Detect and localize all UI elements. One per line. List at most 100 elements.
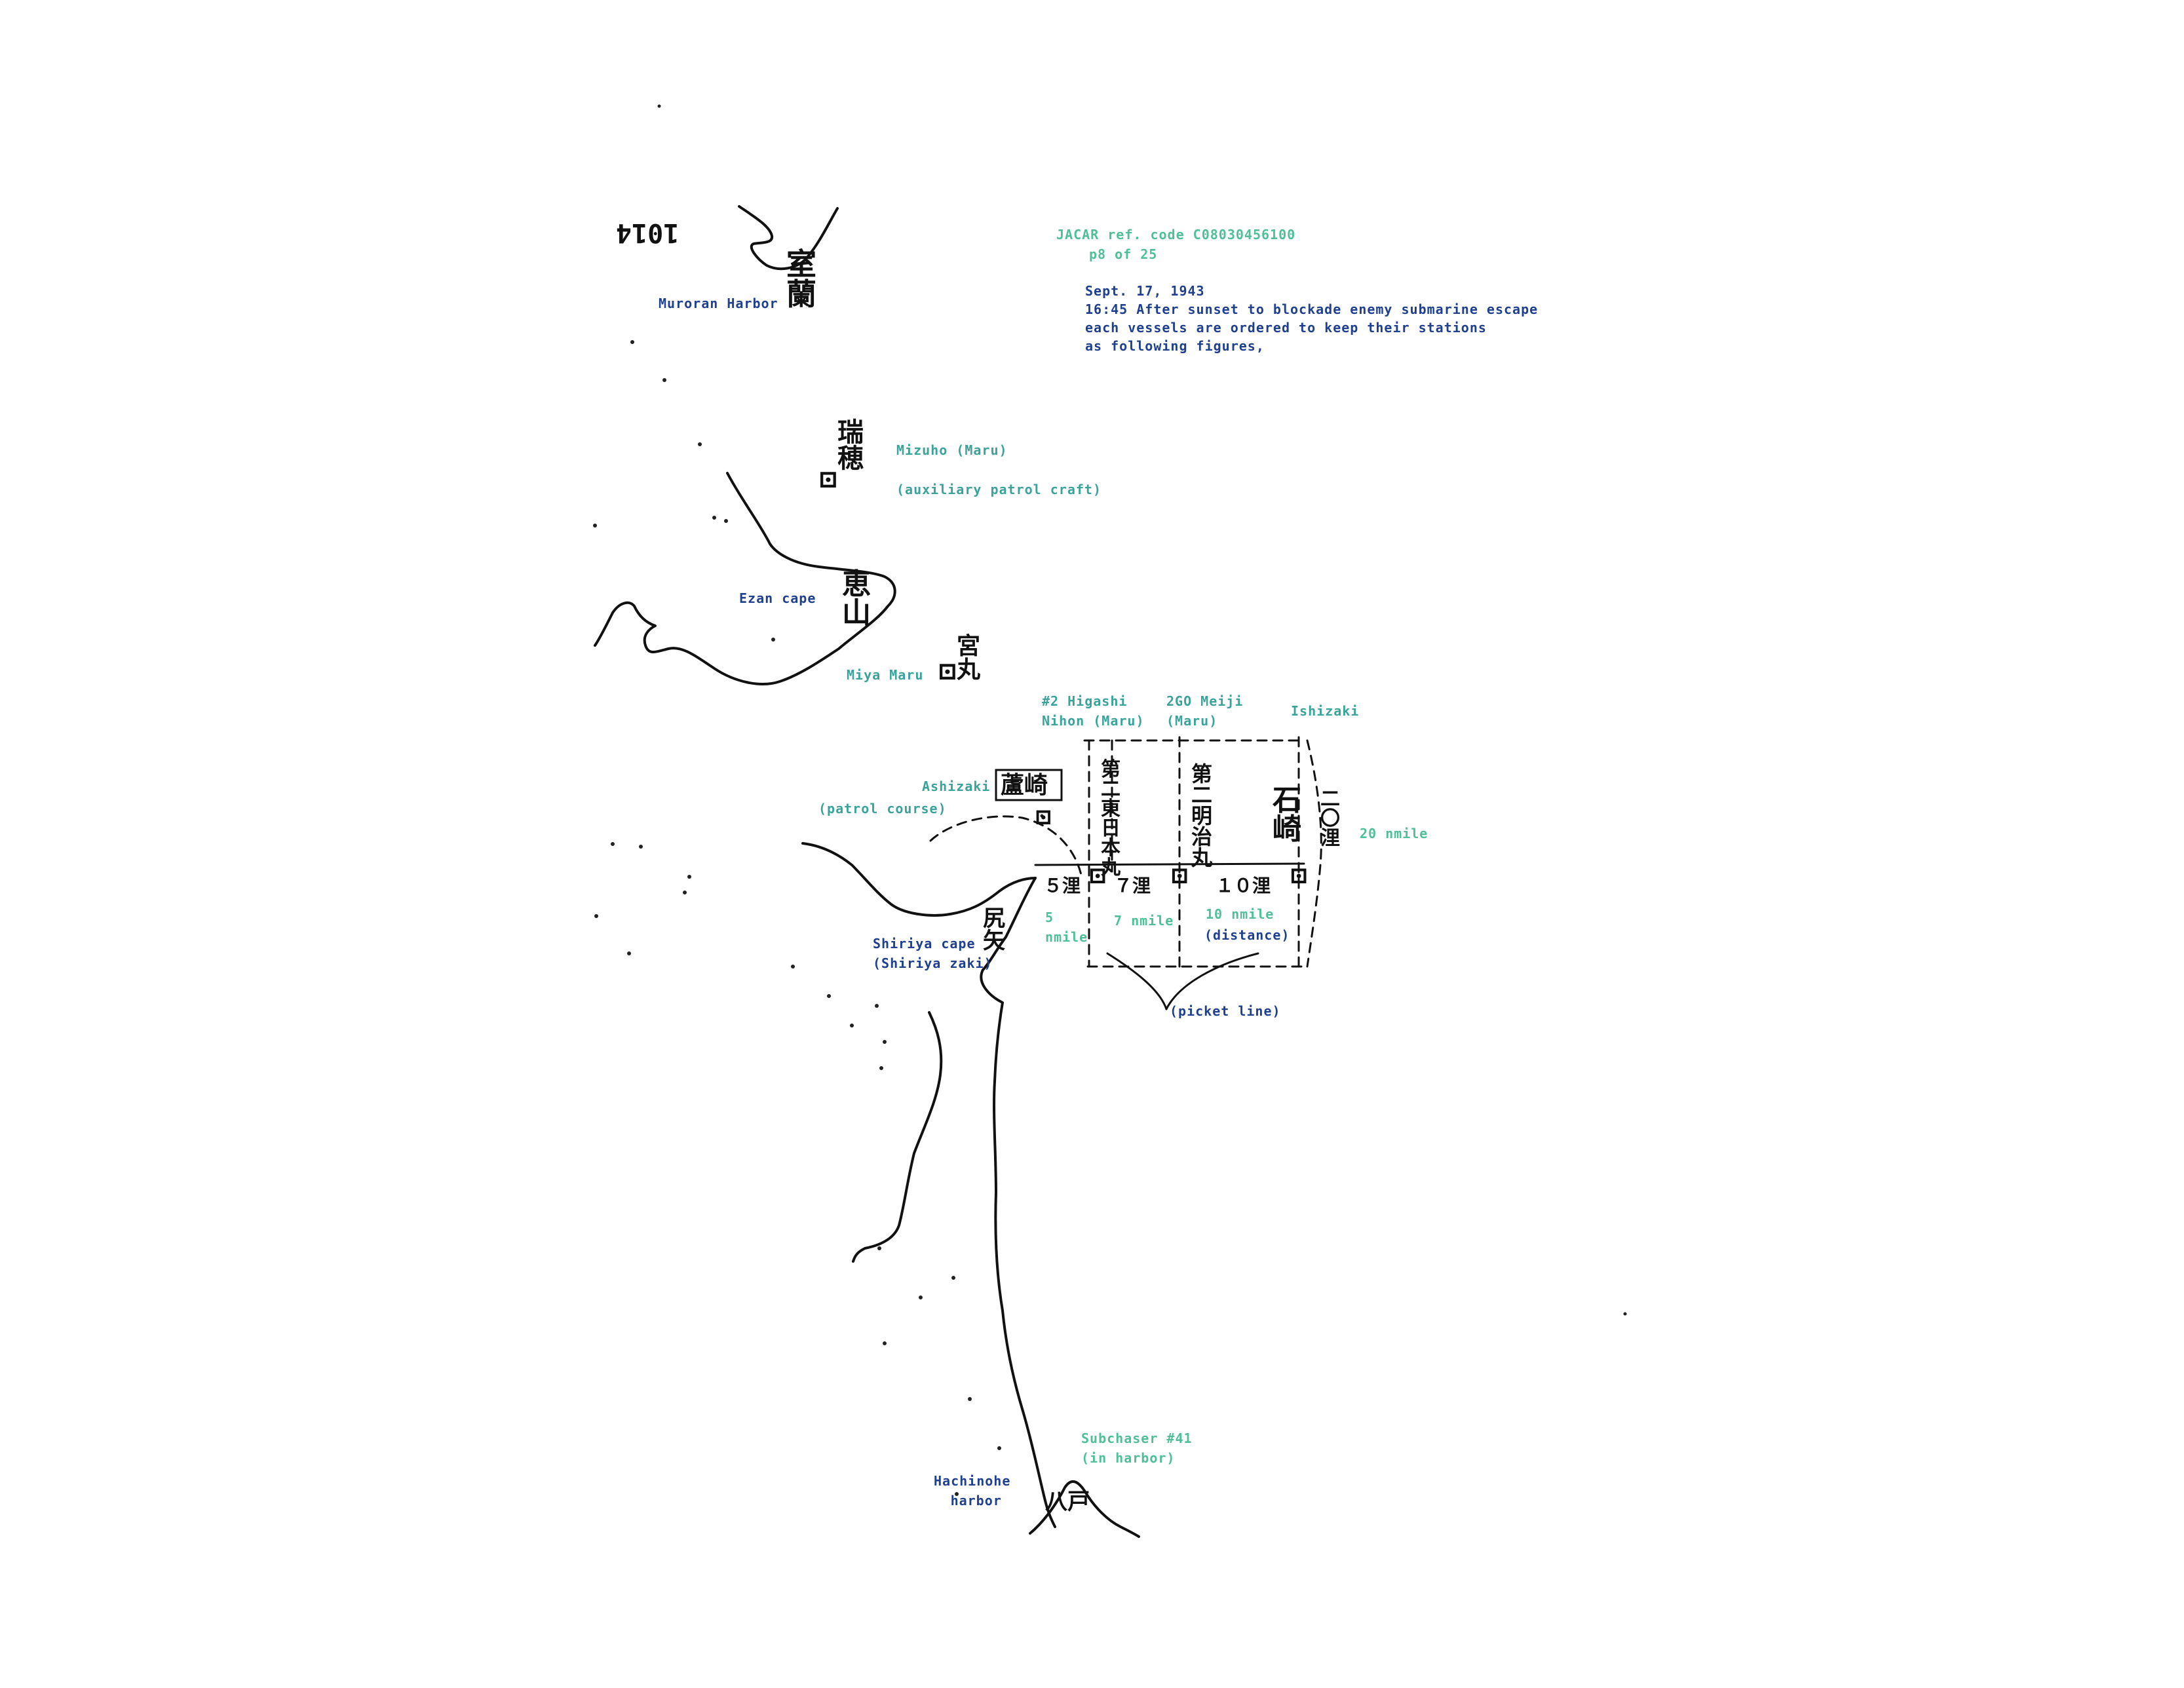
map-dot [687, 875, 691, 879]
kanji-mizuho: 瑞穂 [837, 417, 864, 474]
kanji-higashi-nihon: 第二東日本丸 [1101, 758, 1121, 879]
kanji-shiriya: 尻矢 [983, 906, 1005, 954]
map-dot [593, 524, 597, 528]
label-picket-line: (picket line) [1170, 1003, 1281, 1019]
kanji-ezan: 恵山 [842, 567, 871, 630]
ship-symbol-higashi: ⊡ [1088, 862, 1108, 889]
explanatory-note: Sept. 17, 1943 16:45 After sunset to blo… [1085, 282, 1538, 355]
label-miya-maru: Miya Maru [847, 667, 924, 683]
map-dot [1623, 1312, 1627, 1316]
label-ishizaki: Ishizaki [1291, 703, 1360, 719]
map-dot [968, 1397, 972, 1401]
kanji-hachinohe: 八戸 [1045, 1489, 1090, 1515]
mizuho-line-1: Mizuho (Maru) [896, 442, 1008, 458]
map-dot [712, 516, 716, 520]
map-dot [657, 104, 661, 108]
map-dot [630, 340, 634, 344]
map-dot [724, 519, 728, 523]
map-dot [1040, 814, 1044, 818]
label-mizuho: Mizuho (Maru) (auxiliary patrol craft) [896, 440, 1102, 499]
kanji-distance-5: ５浬 [1044, 875, 1081, 896]
meiji-line-2: (Maru) [1166, 713, 1218, 729]
meiji-line-1: 2GO Meiji [1166, 693, 1244, 709]
map-dot [883, 1040, 887, 1044]
picket-box-mid [1034, 862, 1305, 866]
label-distance-5: 5 nmile [1045, 908, 1088, 947]
picket-pointer-right [1165, 952, 1259, 1010]
map-dot [919, 1295, 923, 1299]
label-hachinohe-harbor: Hachinohe harbor [934, 1471, 1010, 1510]
map-dot [951, 1276, 955, 1280]
map-dot [875, 1004, 879, 1008]
kanji-muroran: 室蘭 [786, 246, 816, 312]
label-distance-20: 20 nmile [1360, 826, 1428, 841]
ref-page: p8 of 25 [1089, 246, 1158, 262]
map-dot [997, 1446, 1001, 1450]
label-distance-10: 10 nmile [1206, 906, 1274, 922]
map-dot [627, 951, 631, 955]
ship-symbol-mizuho: ⊡ [818, 464, 839, 493]
ship-symbol-ashizaki: ⊡ [1034, 804, 1053, 830]
ship-symbol-meiji: ⊡ [1170, 862, 1190, 889]
higashi-line-2: Nihon (Maru) [1042, 713, 1145, 729]
d5-line-1: 5 [1045, 910, 1054, 925]
ship-symbol-miya: ⊡ [937, 656, 958, 685]
map-dot [698, 442, 702, 446]
ashizaki-box [995, 769, 1063, 801]
map-dot [879, 1066, 883, 1070]
shiriya-east-coast [980, 877, 1056, 1528]
d5-line-2: nmile [1045, 929, 1088, 945]
map-dot [611, 842, 615, 846]
kanji-distance-10: １０浬 [1216, 875, 1271, 896]
map-dot [771, 638, 775, 642]
label-distance-7: 7 nmile [1114, 913, 1174, 929]
patrol-course-line [929, 815, 1082, 876]
label-ashizaki: Ashizaki [922, 778, 991, 794]
map-dot [639, 845, 643, 849]
kanji-ashizaki: 蘆崎 [1001, 771, 1048, 799]
hachinohe-line-1: Hachinohe [934, 1473, 1011, 1489]
shiriya-line-2: (Shiriya zaki) [873, 955, 993, 971]
ref-code: JACAR ref. code C08030456100 [1056, 227, 1296, 242]
kanji-distance-7: ７浬 [1114, 875, 1151, 896]
kanji-meiji: 第二明治丸 [1191, 761, 1213, 870]
map-dot [791, 965, 795, 969]
kanji-miya: 宮丸 [957, 632, 981, 683]
map-dot [594, 914, 598, 918]
label-ezan-cape: Ezan cape [739, 590, 816, 606]
higashi-line-1: #2 Higashi [1042, 693, 1128, 709]
map-dot [827, 994, 831, 998]
shiriya-line-1: Shiriya cape [873, 936, 976, 951]
label-patrol-course: (patrol course) [818, 801, 947, 816]
note-line-3: as following figures, [1085, 338, 1265, 354]
picket-box-right [1306, 739, 1322, 968]
map-dot [662, 378, 666, 382]
subchaser-line-2: (in harbor) [1081, 1450, 1176, 1466]
map-dot [683, 891, 687, 894]
picket-pointer-left [1106, 952, 1168, 1010]
ezan-coastline [594, 472, 896, 685]
subchaser-line-1: Subchaser #41 [1081, 1430, 1193, 1446]
label-meiji-maru: 2GO Meiji (Maru) [1166, 691, 1243, 731]
note-date: Sept. 17, 1943 [1085, 283, 1205, 299]
muroran-coastline [738, 205, 839, 271]
label-subchaser-41: Subchaser #41 (in harbor) [1081, 1429, 1193, 1468]
note-line-2: each vessels are ordered to keep their s… [1085, 320, 1487, 336]
label-distance-caption: (distance) [1204, 927, 1290, 943]
label-shiriya-cape: Shiriya cape (Shiriya zaki) [873, 934, 993, 973]
shiriya-coastline [801, 842, 1037, 917]
mizuho-line-2: (auxiliary patrol craft) [896, 482, 1102, 497]
kanji-distance-20: 二〇浬 [1320, 788, 1340, 850]
map-dot [955, 1492, 959, 1496]
jacar-reference: JACAR ref. code C08030456100 p8 of 25 [1056, 225, 1295, 264]
mutsu-bay-coast [852, 1011, 943, 1263]
label-higashi-nihon: #2 Higashi Nihon (Maru) [1042, 691, 1145, 731]
kanji-ishizaki: 石崎 [1273, 784, 1301, 846]
hachinohe-coast [1029, 1480, 1140, 1538]
map-dot [883, 1341, 887, 1345]
map-dot [877, 1246, 881, 1250]
hachinohe-line-2: harbor [950, 1493, 1002, 1508]
inverted-page-number: 1014 [616, 218, 680, 248]
map-dot [850, 1024, 854, 1027]
